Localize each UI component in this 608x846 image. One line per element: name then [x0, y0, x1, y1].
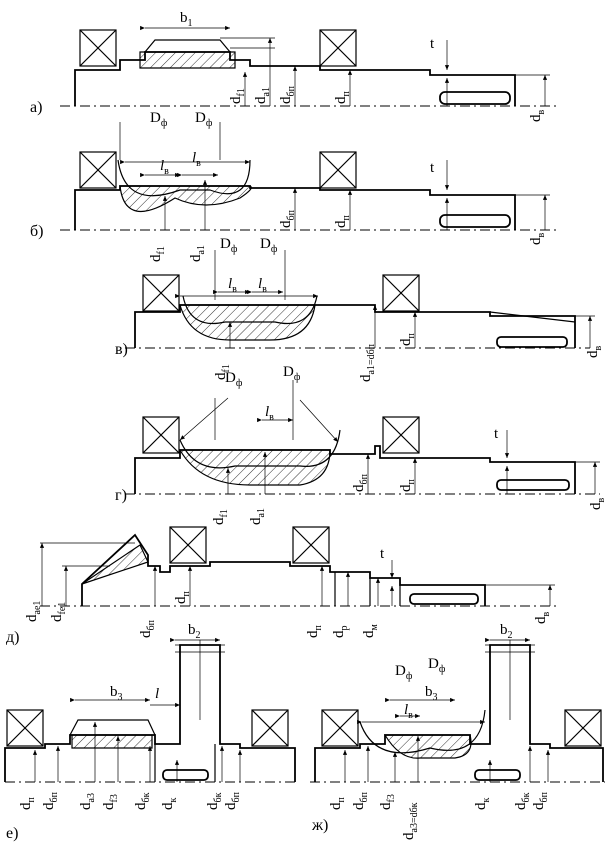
dim-lv2: lв — [192, 150, 201, 169]
dim-dv: dв — [533, 612, 552, 625]
panel-g-label: г) — [115, 487, 127, 504]
dim-l: l — [155, 686, 159, 702]
dim-Df1: Dф — [220, 236, 238, 255]
panel-zh-label: ж) — [311, 817, 328, 834]
dim-dbp: dбп — [351, 473, 370, 492]
dim-dbk: dбк — [513, 792, 532, 810]
dim-Df2: Dф — [195, 110, 213, 129]
dim-dm: dм — [361, 624, 380, 639]
dim-dp: dп — [18, 797, 37, 811]
dim-dp: dп — [398, 479, 417, 493]
dim-dp1: dп — [173, 591, 192, 605]
dim-dbp1: dбп — [41, 791, 60, 810]
dim-dp: dп — [328, 797, 347, 811]
dim-dp: dп — [333, 91, 352, 105]
dim-df3: df3 — [101, 794, 120, 810]
panel-e: е) b2 b3 l dп dбп da3 df3 dбк dк dбк dбп — [4, 622, 296, 842]
dim-dv: dв — [585, 346, 604, 359]
dim-dbp: dбп — [278, 209, 297, 228]
dim-df1: df1 — [228, 88, 247, 104]
dim-Df2: Dф — [283, 364, 301, 383]
dim-Df1: Dф — [395, 663, 413, 682]
dim-Df2: Dф — [428, 656, 446, 675]
dim-dbp2: dбп — [531, 791, 550, 810]
dim-Df1: Dф — [225, 370, 243, 389]
dim-Df1: Dф — [150, 110, 168, 129]
dim-dk: dк — [160, 798, 179, 811]
dim-dr: dр — [331, 626, 350, 639]
dim-dbp: dбп — [138, 619, 157, 638]
dim-df1: df1 — [213, 364, 232, 380]
dim-b2: b2 — [500, 622, 513, 641]
dim-t: t — [430, 160, 435, 176]
dim-lv: lв — [265, 404, 274, 423]
dim-lv: lв — [404, 702, 413, 721]
dim-dfe1: dfe1 — [49, 602, 68, 622]
dim-t: t — [494, 426, 499, 442]
dim-da1: da1 — [188, 245, 207, 262]
dim-dk: dк — [473, 798, 492, 811]
dim-dae1: dae1 — [24, 601, 43, 622]
dim-dp: dп — [398, 333, 417, 347]
panel-zh: ж) b2 Dф Dф b3 lв dп dбп df3 da3=dбк dк … — [310, 622, 605, 840]
panel-b: б) Dф Dф lв lв t df1 da1 dбп dп dв — [30, 110, 560, 262]
dim-b1: b1 — [180, 10, 193, 29]
dim-dv: dв — [588, 498, 607, 511]
dim-Df2: Dф — [260, 236, 278, 255]
dim-b2: b2 — [188, 622, 201, 641]
panel-d-label: д) — [6, 629, 19, 646]
dim-t: t — [430, 36, 435, 52]
dim-df3: df3 — [378, 794, 397, 810]
dim-lv2: lв — [258, 276, 267, 295]
dim-dv: dв — [528, 110, 547, 123]
dim-dv: dв — [528, 233, 547, 246]
dim-b3: b3 — [425, 684, 438, 703]
panel-v-label: в) — [115, 341, 128, 358]
dim-t: t — [380, 546, 385, 562]
panel-a: а) b1 t df1 da1 dбп dп dв — [30, 10, 560, 122]
dim-da1: da1 — [253, 87, 272, 104]
dim-da1: da1 — [248, 508, 267, 525]
panel-a-label: а) — [30, 99, 42, 116]
dim-dp: dп — [333, 215, 352, 229]
dim-da3: da3 — [78, 793, 97, 810]
dim-da1: da1=dбп — [358, 343, 377, 382]
panel-e-label: е) — [6, 825, 18, 842]
dim-df1: df1 — [211, 509, 230, 525]
dim-df1: df1 — [148, 246, 167, 262]
dim-lv1: lв — [228, 276, 237, 295]
panel-v: в) Dф Dф lв lв df1 da1=dбп dп dв — [115, 236, 604, 382]
panel-b-label: б) — [30, 223, 43, 240]
dim-b3: b3 — [110, 684, 123, 703]
panel-d: д) dae1 dfe1 dбп dп dп dр dм t dв — [6, 526, 560, 646]
dim-dp2: dп — [305, 625, 324, 639]
dim-dbk2: dбк — [205, 792, 224, 810]
dim-da3: da3=dбк — [401, 802, 420, 840]
dim-dbp2: dбп — [223, 791, 242, 810]
dim-dbp1: dбп — [351, 791, 370, 810]
dim-lv1: lв — [160, 158, 169, 177]
dim-dbp: dбп — [278, 85, 297, 104]
dim-dbk1: dбк — [133, 792, 152, 810]
panel-g: г) Dф Dф lв t df1 da1 dбп dп dв — [115, 364, 607, 525]
